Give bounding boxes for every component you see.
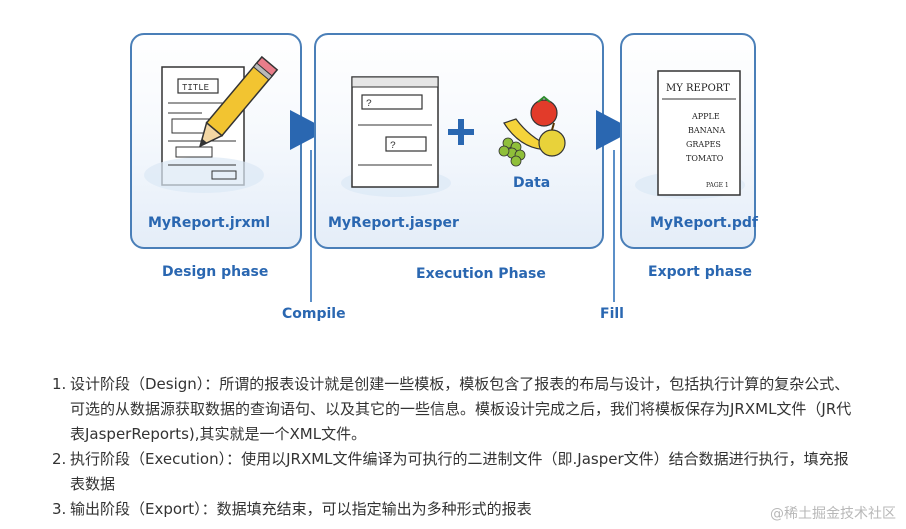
fruit-data-icon <box>498 95 566 167</box>
list-number: 2. <box>52 450 67 468</box>
pdf-report-sketch-icon: MY REPORT APPLE BANANA GRAPES TOMATO PAG… <box>635 70 745 199</box>
list-number: 3. <box>52 500 67 518</box>
pencil-icon <box>198 55 279 148</box>
list-item: 1. 设计阶段（Design）：所谓的报表设计就是创建一些模板，模板包含了报表的… <box>52 372 852 447</box>
question-mark-1: ? <box>366 99 372 110</box>
design-phase-label: Design phase <box>162 264 269 280</box>
list-number: 1. <box>52 375 67 393</box>
list-text: 设计阶段（Design）：所谓的报表设计就是创建一些模板，模板包含了报表的布局与… <box>70 375 852 443</box>
phase-description-list: 1. 设计阶段（Design）：所谓的报表设计就是创建一些模板，模板包含了报表的… <box>52 372 852 522</box>
jasper-file-label: MyReport.jasper <box>328 215 459 231</box>
jrxml-file-label: MyReport.jrxml <box>148 215 271 231</box>
report-title-text: MY REPORT <box>666 83 730 94</box>
report-item-1: APPLE <box>691 112 720 121</box>
watermark: @稀土掘金技术社区 <box>770 506 896 522</box>
plus-icon <box>448 119 474 145</box>
execution-phase-box: ? ? Data MyReport.jasper <box>314 33 604 249</box>
jasper-sketch-icon: ? ? <box>341 76 451 197</box>
title-field-text: TITLE <box>182 83 209 93</box>
fill-label: Fill <box>600 306 624 322</box>
fill-arrow-icon <box>596 110 634 150</box>
report-item-2: BANANA <box>688 126 725 135</box>
question-mark-2: ? <box>390 141 396 152</box>
execution-phase-label: Execution Phase <box>416 266 546 282</box>
compile-connector <box>310 150 312 302</box>
compile-label: Compile <box>282 306 346 322</box>
list-text: 输出阶段（Export）：数据填充结束，可以指定输出为多种形式的报表 <box>70 500 532 518</box>
data-label: Data <box>513 175 551 191</box>
template-sketch-icon: TITLE <box>144 55 279 193</box>
export-phase-box: MY REPORT APPLE BANANA GRAPES TOMATO PAG… <box>620 33 759 249</box>
pdf-file-label: MyReport.pdf <box>650 215 759 231</box>
list-item: 3. 输出阶段（Export）：数据填充结束，可以指定输出为多种形式的报表 <box>52 497 852 522</box>
export-phase-label: Export phase <box>648 264 752 280</box>
list-item: 2. 执行阶段（Execution）：使用以JRXML文件编译为可执行的二进制文… <box>52 447 852 497</box>
list-text: 执行阶段（Execution）：使用以JRXML文件编译为可执行的二进制文件（即… <box>70 450 849 493</box>
report-item-4: TOMATO <box>686 154 724 163</box>
fill-connector <box>613 150 615 302</box>
report-item-3: GRAPES <box>686 140 721 149</box>
compile-arrow-icon <box>290 110 328 150</box>
report-page-text: PAGE 1 <box>706 182 729 189</box>
design-phase-box: TITLE MyReport.jrxml <box>130 33 302 249</box>
